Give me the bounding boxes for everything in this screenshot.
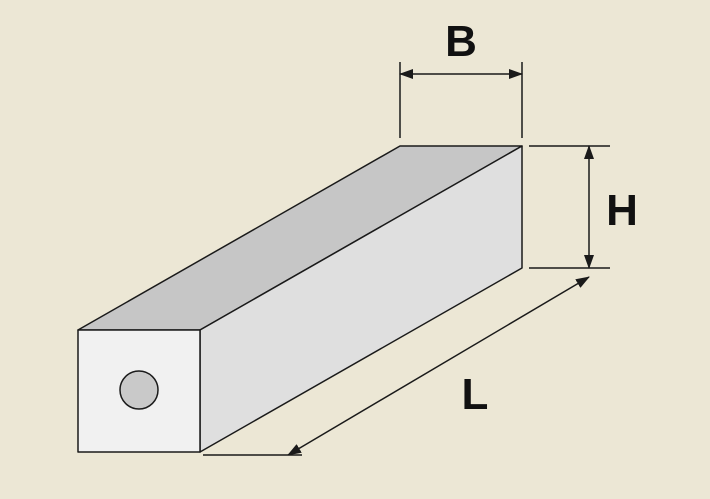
label-l: L — [462, 370, 489, 419]
label-b: B — [445, 17, 477, 66]
dimension-b — [399, 62, 523, 138]
dimension-h — [529, 145, 610, 269]
bar-hole — [119, 370, 159, 410]
l-arrow — [287, 276, 590, 456]
label-h: H — [606, 186, 638, 235]
dimension-l — [203, 276, 590, 456]
